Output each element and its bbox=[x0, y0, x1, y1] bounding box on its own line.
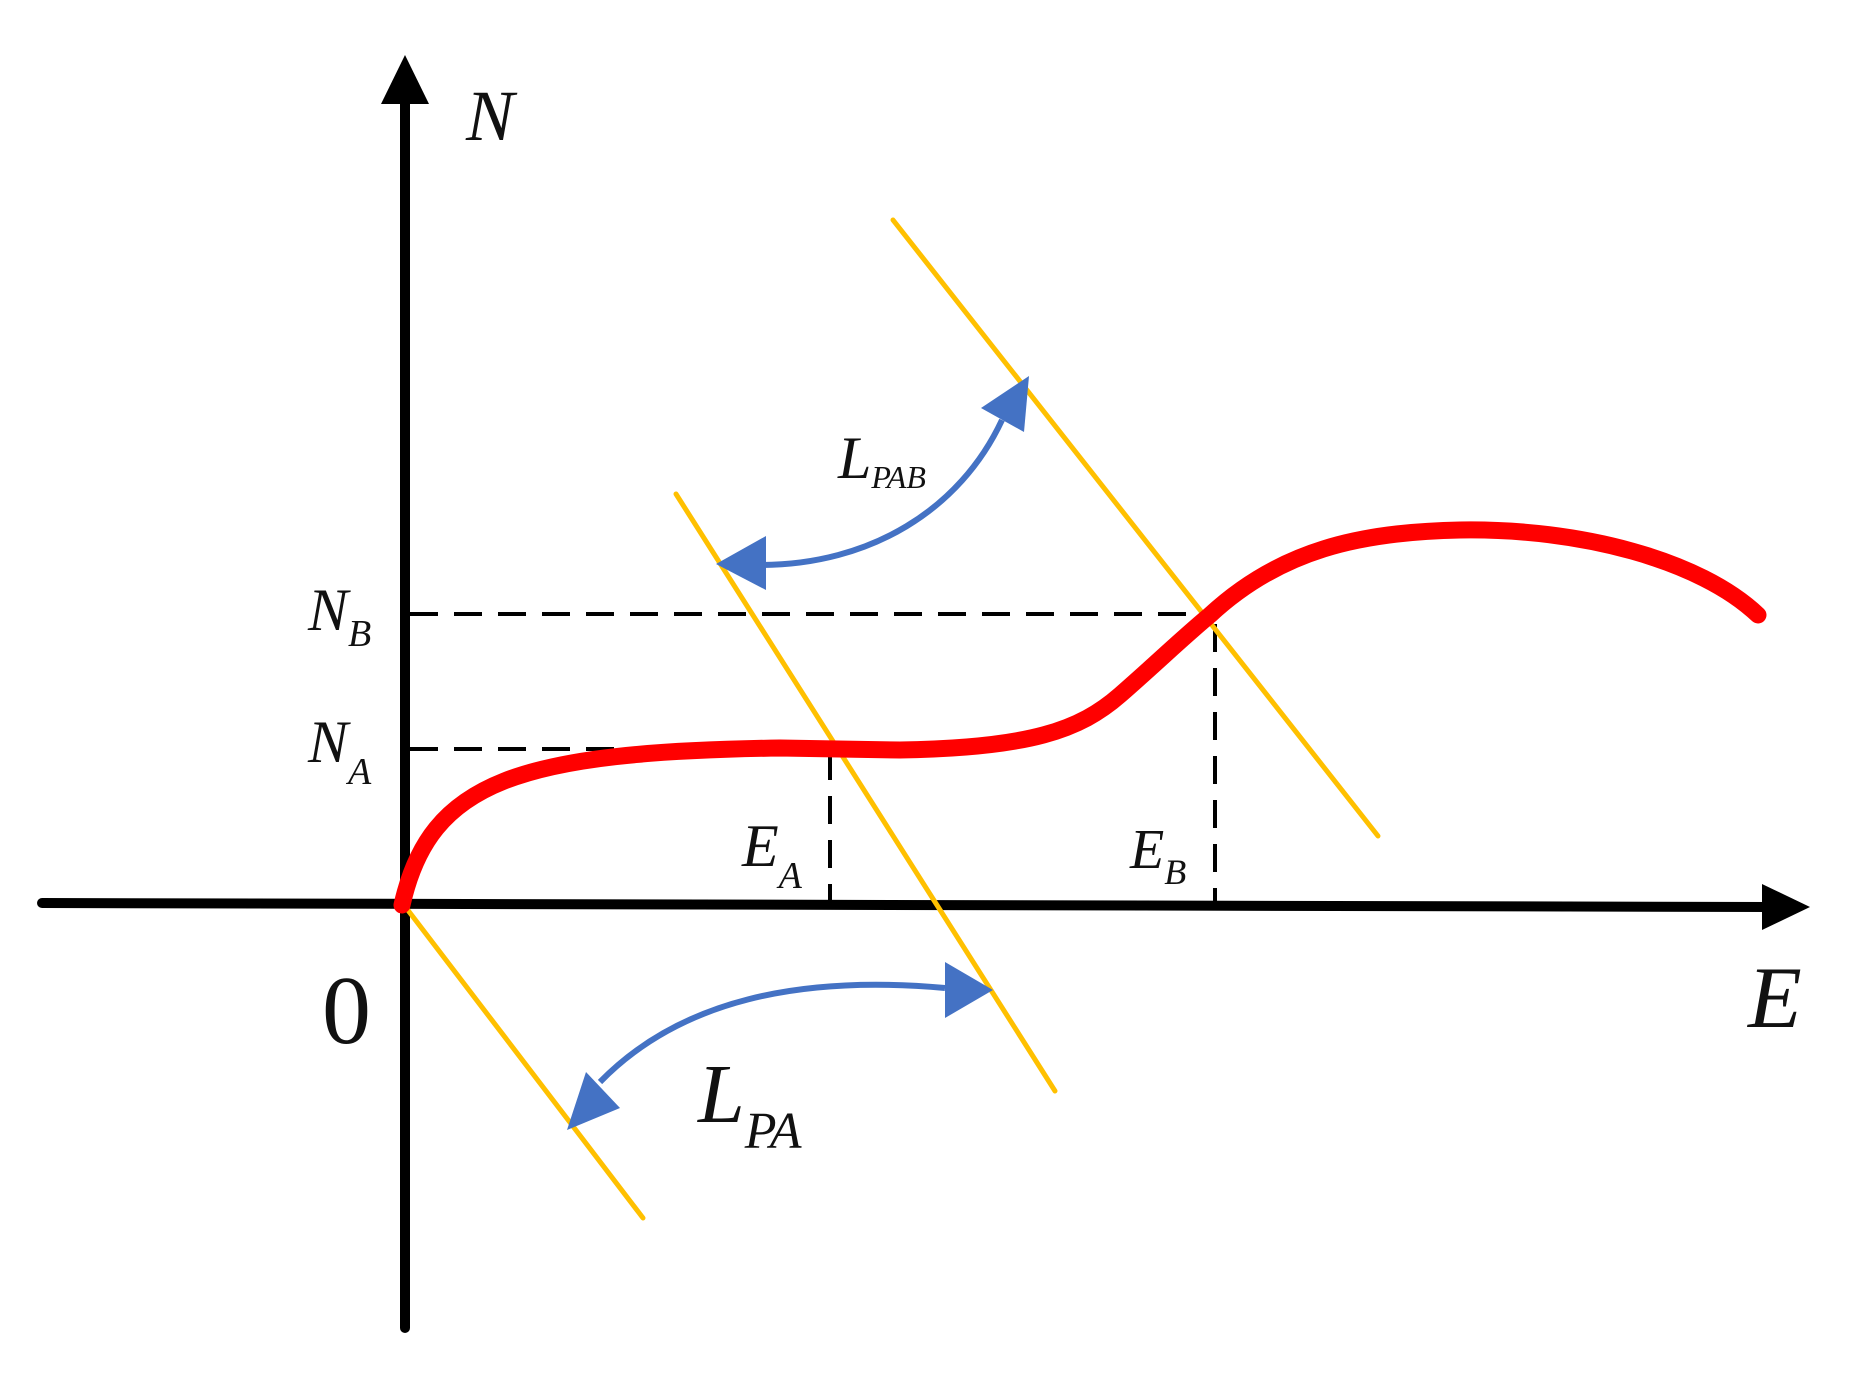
label-e-a: EA bbox=[741, 813, 803, 897]
yellow-line-1 bbox=[404, 906, 646, 1221]
x-axis bbox=[37, 898, 1775, 912]
n-e-curve bbox=[393, 521, 1767, 914]
arrow-l-pab bbox=[759, 418, 1005, 568]
arrow-l-pab-left-head-icon bbox=[716, 536, 766, 590]
arrow-l-pa-right-head-icon bbox=[945, 962, 993, 1018]
y-axis-label: N bbox=[465, 76, 518, 156]
origin-label: 0 bbox=[322, 957, 371, 1065]
x-axis-arrow-icon bbox=[1762, 884, 1810, 930]
x-axis-label: E bbox=[1746, 950, 1802, 1047]
arrow-l-pa bbox=[597, 981, 946, 1085]
arrow-l-pab-top-head-icon bbox=[981, 376, 1029, 432]
label-l-pab: LPAB bbox=[837, 425, 926, 495]
label-n-b: NB bbox=[307, 577, 371, 655]
label-l-pa: LPA bbox=[697, 1048, 802, 1160]
label-n-a: NA bbox=[307, 709, 372, 793]
y-axis-arrow-icon bbox=[381, 55, 429, 104]
yellow-line-3 bbox=[890, 217, 1381, 839]
yellow-line-2 bbox=[673, 491, 1058, 1094]
label-e-b: EB bbox=[1129, 819, 1186, 892]
arrow-l-pa-left-head-icon bbox=[567, 1072, 620, 1130]
